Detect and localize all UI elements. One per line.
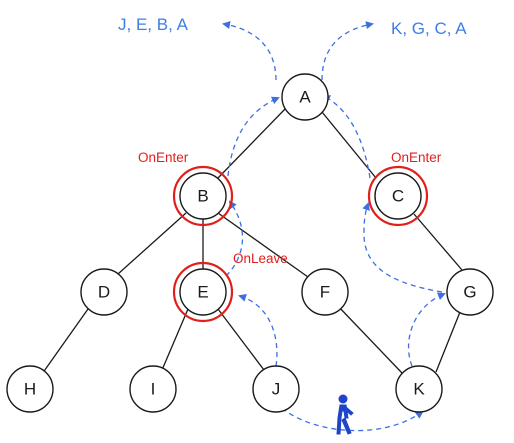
node-f: F	[301, 268, 349, 316]
node-a: A	[281, 73, 329, 121]
event-rings	[172, 165, 429, 323]
tree-edges	[41, 107, 463, 375]
onenter-ring-c	[367, 165, 429, 227]
arrow-g-to-c	[362, 202, 443, 293]
edge-e-i	[161, 308, 189, 371]
node-i: I	[129, 365, 177, 413]
arrow-e-to-b	[225, 200, 244, 277]
node-f-label: F	[320, 283, 330, 302]
node-e: E	[179, 268, 227, 316]
node-j-label: J	[272, 380, 281, 399]
traversal-arrows	[222, 21, 446, 432]
node-j: J	[252, 365, 300, 413]
arrow-c-to-a	[322, 95, 371, 179]
node-e-label: E	[197, 283, 208, 302]
edge-b-d	[117, 212, 187, 275]
edge-a-c	[321, 111, 377, 179]
node-c: C	[374, 172, 422, 220]
node-h-label: H	[24, 380, 36, 399]
left-path-label: J, E, B, A	[118, 15, 189, 34]
arrow-k-to-g	[407, 292, 446, 367]
node-b-label: B	[197, 187, 208, 206]
node-k-label: K	[413, 380, 425, 399]
arrow-a-to-left-path	[222, 21, 277, 81]
right-path-label: K, G, C, A	[391, 19, 467, 38]
arrow-j-to-e	[238, 293, 278, 367]
onenter-label-c: OnEnter	[391, 150, 442, 165]
edge-d-h	[41, 308, 89, 375]
node-a-label: A	[299, 88, 311, 107]
edge-c-g	[413, 213, 463, 271]
onenter-label-b: OnEnter	[138, 150, 189, 165]
edge-g-k	[435, 311, 461, 373]
edge-b-f	[217, 212, 309, 278]
node-h: H	[6, 365, 54, 413]
edge-f-k	[335, 303, 403, 374]
node-d-label: D	[98, 283, 110, 302]
edge-e-j	[217, 308, 265, 371]
arrow-j-to-k	[281, 407, 424, 432]
node-g-label: G	[463, 283, 476, 302]
onleave-ring-e	[172, 261, 234, 323]
arrow-b-to-a	[227, 96, 280, 177]
edge-a-b	[217, 107, 287, 179]
arrow-a-to-right-path	[321, 21, 374, 81]
node-b: B	[179, 172, 227, 220]
node-i-label: I	[151, 380, 156, 399]
node-d: D	[80, 268, 128, 316]
walking-person-icon	[336, 394, 354, 435]
node-g: G	[446, 268, 494, 316]
node-c-label: C	[392, 187, 404, 206]
node-k: K	[395, 365, 443, 413]
onenter-ring-b	[172, 165, 234, 227]
onleave-label-e: OnLeave	[233, 251, 288, 266]
